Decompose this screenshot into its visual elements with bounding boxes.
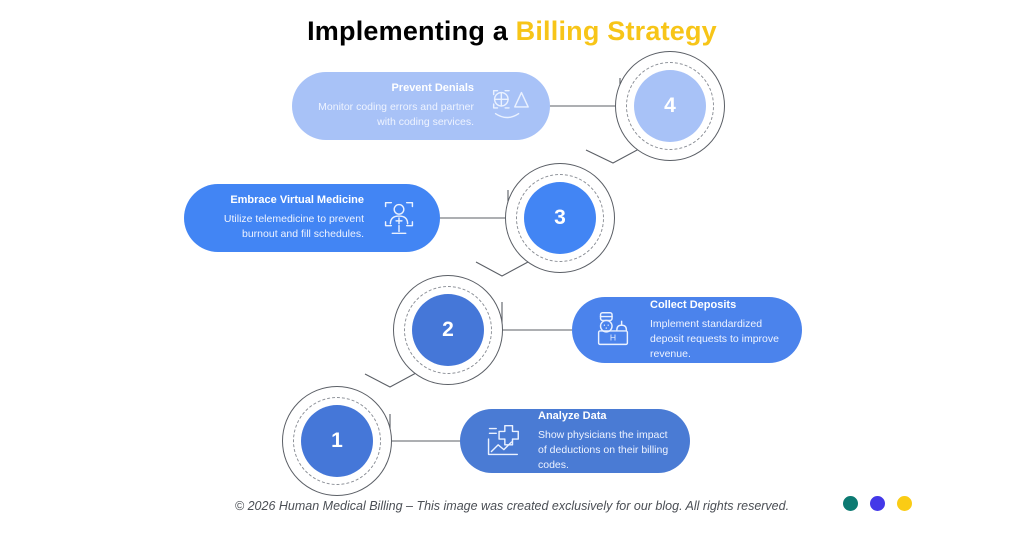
brand-dots [843, 496, 912, 511]
step-card-4[interactable]: Prevent Denials Monitor coding errors an… [292, 72, 550, 140]
node-dashed-ring-3 [516, 174, 604, 262]
connector-card4-node4 [548, 78, 621, 107]
step-node-3[interactable]: 3 [505, 163, 615, 273]
step-card-4-body: Prevent Denials Monitor coding errors an… [310, 81, 474, 130]
svg-text:H: H [610, 333, 616, 343]
telemedicine-monitor-icon [376, 195, 422, 241]
page-title-primary: Implementing a [307, 16, 516, 46]
step-card-2-title: Collect Deposits [650, 298, 737, 311]
step-card-3-title: Embrace Virtual Medicine [230, 194, 364, 207]
node-dashed-ring-4 [626, 62, 714, 150]
node-number-4: 4 [634, 70, 706, 142]
step-card-1-body: Analyze Data Show physicians the impact … [538, 409, 672, 474]
node-number-1: 1 [301, 405, 373, 477]
step-card-1-title: Analyze Data [538, 409, 607, 422]
step-card-2-body: Collect Deposits Implement standardized … [650, 298, 784, 363]
chart-medical-cross-icon [478, 418, 524, 464]
step-node-2[interactable]: 2 [393, 275, 503, 385]
page-title-accent: Billing Strategy [515, 16, 717, 46]
copyright-notice: © 2026 Human Medical Billing – This imag… [234, 499, 790, 513]
page-title: Implementing a Billing Strategy [0, 16, 1024, 47]
step-node-4[interactable]: 4 [615, 51, 725, 161]
step-card-1[interactable]: Analyze Data Show physicians the impact … [460, 409, 690, 473]
node-number-2: 2 [412, 294, 484, 366]
geometric-shapes-icon [486, 83, 532, 129]
step-card-3[interactable]: Embrace Virtual Medicine Utilize telemed… [184, 184, 440, 252]
node-dashed-ring-2 [404, 286, 492, 374]
step-card-4-description: Monitor coding errors and partner with c… [318, 101, 474, 129]
connector-card1-node1 [389, 414, 460, 442]
step-card-3-description: Utilize telemedicine to prevent burnout … [223, 213, 364, 241]
node-dashed-ring-1 [293, 397, 381, 485]
step-card-1-description: Show physicians the impact of deductions… [538, 428, 669, 472]
step-card-4-title: Prevent Denials [391, 82, 474, 95]
brand-dot-yellow [897, 496, 912, 511]
step-card-2-description: Implement standardized deposit requests … [650, 317, 779, 361]
connector-card2-node2 [501, 302, 572, 331]
brand-dot-teal [843, 496, 858, 511]
reception-desk-icon: H [590, 307, 636, 353]
step-node-1[interactable]: 1 [282, 386, 392, 496]
connector-card3-node3 [438, 190, 509, 219]
step-card-3-body: Embrace Virtual Medicine Utilize telemed… [202, 193, 364, 242]
step-card-2[interactable]: H Collect Deposits Implement standardize… [572, 297, 802, 363]
brand-dot-violet [870, 496, 885, 511]
node-number-3: 3 [524, 182, 596, 254]
